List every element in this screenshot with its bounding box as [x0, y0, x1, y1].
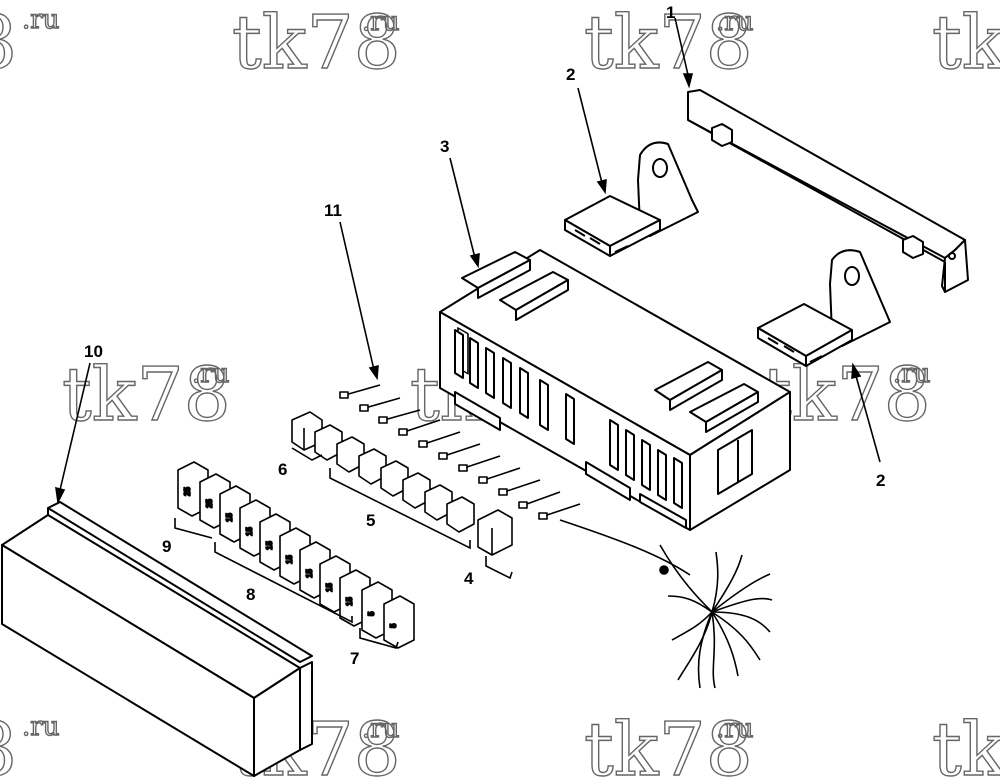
- parts-7-8-9-fuses: 25 25 15 15 15 15 15 15 15 5 5: [177, 461, 415, 649]
- bracket-5: [329, 468, 471, 550]
- watermark-bottom-right: tk78 .ru: [583, 706, 754, 782]
- fuse-value-labels: 25 25 15 15 15 15 15 15 15 5 5: [182, 486, 399, 629]
- callout-numbers: 1 2 3 11 10 6 5 4 9 8 7 2: [84, 3, 885, 668]
- callout-2-upper: 2: [566, 65, 575, 84]
- relay-4: [477, 509, 513, 556]
- fuse-label-4: 15: [245, 527, 254, 536]
- svg-text:.ru: .ru: [192, 359, 229, 389]
- bracket-6: [291, 447, 323, 461]
- callout-10: 10: [84, 342, 103, 361]
- fuse-label-3: 15: [225, 513, 234, 522]
- parts-4-5-6-relay-row: [291, 411, 513, 556]
- watermark-top-center: tk78 .ru: [231, 0, 401, 87]
- part-3-fuse-block-housing: [439, 249, 791, 531]
- fuse-label-1: 25: [183, 487, 192, 496]
- callout-9: 9: [162, 537, 171, 556]
- relay-row-5: [314, 424, 475, 533]
- fuse-label-10: 5: [367, 611, 376, 616]
- fuse-label-2: 25: [205, 499, 214, 508]
- fuse-label-7: 15: [305, 569, 314, 578]
- svg-text:tk78: tk78: [584, 707, 753, 782]
- callout-8: 8: [246, 585, 255, 604]
- callout-4: 4: [464, 569, 474, 588]
- bolt-hole-hex-upper: [711, 123, 733, 147]
- callout-7: 7: [350, 649, 359, 668]
- bracket-8: [214, 542, 353, 624]
- watermark-bottom-edge: tk: [932, 707, 1000, 782]
- svg-text:.ru: .ru: [893, 359, 930, 389]
- harness-terminals: [339, 384, 581, 520]
- callout-1: 1: [666, 3, 675, 22]
- bracket-9: [174, 518, 213, 539]
- svg-text:.ru: .ru: [362, 7, 399, 37]
- svg-text:.ru: .ru: [716, 7, 753, 37]
- callout-3: 3: [440, 137, 449, 156]
- bracket-7: [359, 628, 399, 649]
- callout-2-lower: 2: [876, 471, 885, 490]
- bolt-hole-hex-lower: [902, 235, 924, 259]
- watermark-top-right: tk78 .ru: [583, 0, 754, 87]
- watermark-middle-left: tk78 .ru: [61, 351, 231, 438]
- svg-text:tk78: tk78: [232, 0, 401, 86]
- part-10-cover: [1, 501, 313, 777]
- fuse-label-9: 15: [345, 597, 354, 606]
- part-2-bracket-lower: [757, 249, 891, 367]
- callout-5: 5: [366, 511, 375, 530]
- svg-text:.ru: .ru: [362, 714, 399, 744]
- part-2-bracket-upper: [564, 141, 699, 257]
- group-brackets: [174, 447, 513, 649]
- watermark-bottom-left-main: 8: [0, 707, 17, 782]
- harness-wire-bundle: [559, 519, 773, 689]
- part-11-wiring-harness: [339, 384, 773, 689]
- part-1-mounting-bar: [687, 89, 969, 293]
- fuse-label-5: 15: [265, 541, 274, 550]
- watermark-bottom-left-suffix: .ru: [22, 712, 59, 742]
- fuse-label-8: 15: [325, 583, 334, 592]
- watermark-top-edge: tk: [932, 0, 1000, 86]
- leader-lines: [55, 17, 881, 505]
- svg-text:tk78: tk78: [584, 0, 753, 86]
- callout-11: 11: [324, 201, 342, 220]
- fuse-7: [361, 581, 415, 649]
- watermark-top-left-suffix: .ru: [22, 5, 59, 35]
- watermark-top-left-main: 8: [0, 0, 17, 86]
- bracket-4: [485, 556, 513, 580]
- fuse-label-6: 15: [285, 555, 294, 564]
- callout-6: 6: [278, 460, 287, 479]
- fuse-label-11: 5: [389, 623, 398, 628]
- svg-text:.ru: .ru: [716, 714, 753, 744]
